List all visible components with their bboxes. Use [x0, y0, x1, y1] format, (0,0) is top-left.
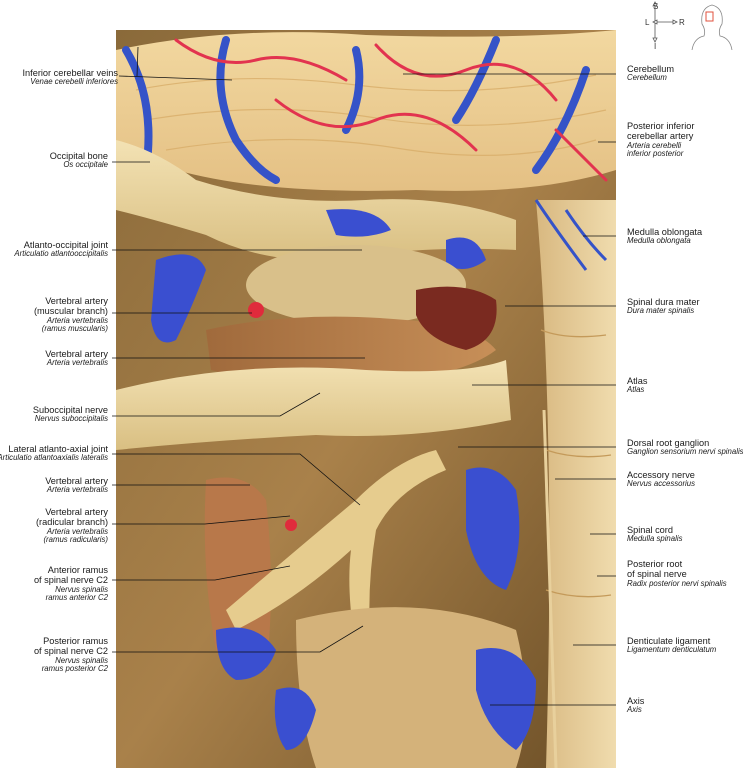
- orientation-arrows-icon: [652, 1, 678, 43]
- accessory-nerve-shape: [542, 409, 558, 768]
- orientation-right: R: [679, 18, 685, 27]
- label-posterior-ramus-c2: Posterior ramus of spinal nerve C2 Nervu…: [33, 636, 108, 674]
- label-vertebral-artery-radicular: Vertebral artery (radicular branch) Arte…: [36, 507, 108, 545]
- blue-filler: [151, 254, 206, 343]
- orientation-indicator: L R S I: [645, 1, 733, 50]
- vertebral-artery-shape: [206, 316, 496, 382]
- orientation-superior: S: [653, 2, 658, 11]
- orientation-left: L: [645, 18, 650, 27]
- label-atlas: Atlas Atlas: [627, 376, 648, 395]
- label-lateral-atlanto-axial-joint: Lateral atlanto-axial joint Articulatio …: [0, 444, 108, 463]
- label-occipital-bone: Occipital bone Os occipitale: [49, 151, 108, 170]
- spinal-nerve-c2-shape: [226, 450, 446, 650]
- label-vertebral-artery-2: Vertebral artery Arteria vertebralis: [45, 476, 108, 495]
- head-silhouette-icon: [691, 4, 733, 50]
- label-dorsal-root-ganglion: Dorsal root ganglion Ganglion sensorium …: [627, 438, 743, 457]
- occipital-bone-shape: [116, 140, 516, 261]
- label-medulla-oblongata: Medulla oblongata Medulla oblongata: [627, 227, 703, 246]
- label-posterior-inferior-cerebellar-artery: Posterior inferior cerebellar artery Art…: [627, 121, 695, 159]
- label-vertebral-artery-muscular: Vertebral artery (muscular branch) Arter…: [33, 296, 108, 334]
- label-axis: Axis Axis: [627, 696, 645, 715]
- label-cerebellum: Cerebellum Cerebellum: [627, 64, 674, 83]
- label-spinal-cord: Spinal cord Medulla spinalis: [627, 525, 683, 544]
- orientation-inferior: I: [654, 42, 656, 50]
- label-posterior-root: Posterior root of spinal nerve Radix pos…: [627, 559, 727, 588]
- spinal-cord-shape: [536, 200, 616, 768]
- label-atlanto-occipital-joint: Atlanto-occipital joint Articulatio atla…: [14, 240, 108, 259]
- label-spinal-dura-mater: Spinal dura mater Dura mater spinalis: [627, 297, 700, 316]
- label-inferior-cerebellar-veins: Inferior cerebellar veins Venae cerebell…: [22, 68, 119, 87]
- label-denticulate-ligament: Denticulate ligament Ligamentum denticul…: [627, 636, 717, 655]
- label-suboccipital-nerve: Suboccipital nerve Nervus suboccipitalis: [32, 405, 108, 424]
- label-vertebral-artery-1: Vertebral artery Arteria vertebralis: [45, 349, 108, 368]
- dissection-photo: [116, 30, 616, 768]
- label-accessory-nerve: Accessory nerve Nervus accessorius: [627, 470, 696, 489]
- label-anterior-ramus-c2: Anterior ramus of spinal nerve C2 Nervus…: [33, 565, 108, 603]
